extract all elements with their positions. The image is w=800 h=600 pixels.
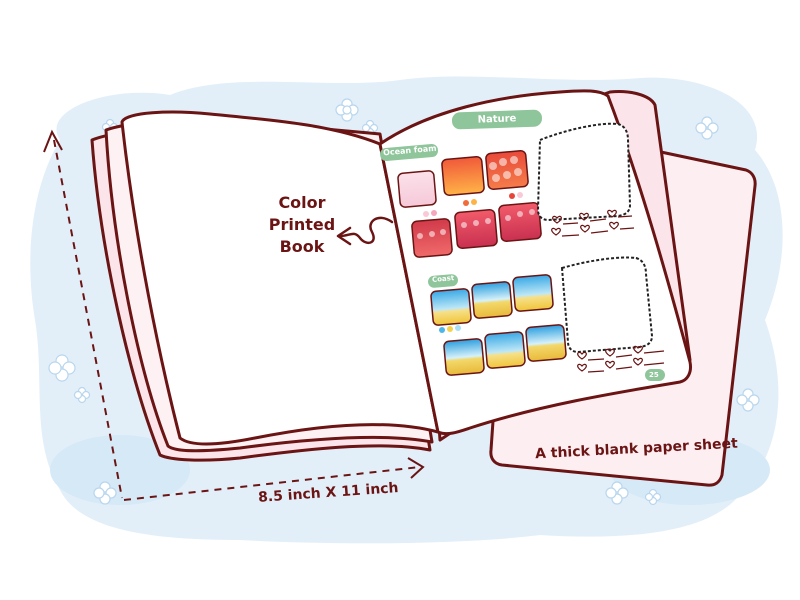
drawing-box-ocean — [536, 122, 632, 222]
number-badge-icon — [645, 369, 665, 381]
swatch-red-orange — [411, 218, 453, 258]
page-number: 25 — [649, 371, 659, 379]
heart-icon — [577, 351, 587, 360]
heart-icon — [579, 212, 589, 221]
cloud-icon — [73, 386, 91, 404]
swatch-coast-1 — [430, 288, 472, 326]
swatch-crimson-foam — [454, 208, 498, 250]
cloud-icon — [644, 488, 662, 506]
cloud-icon — [93, 481, 117, 505]
swatch-sunset — [441, 155, 485, 197]
book-label-line: Book — [279, 237, 325, 256]
cloud-shape — [50, 435, 190, 505]
width-arrow-head — [407, 457, 425, 479]
swatch-coast-2 — [471, 281, 513, 319]
title-tab — [451, 109, 542, 130]
height-arrow-head — [43, 129, 63, 153]
heart-icon — [580, 224, 590, 233]
swatch-coast-6 — [525, 324, 567, 362]
cloud-icon — [695, 116, 719, 140]
left-page — [120, 110, 440, 446]
curly-arrow-head — [336, 226, 352, 246]
page-title: Nature — [477, 113, 517, 126]
swatch-red-foam — [485, 149, 529, 191]
swatch-magenta-foam — [498, 201, 542, 243]
cloud-icon — [605, 481, 629, 505]
section-tab-ocean — [380, 143, 438, 162]
swatch-coast-5 — [484, 331, 526, 369]
book-label-line: Color — [278, 193, 326, 212]
color-printed-book-label: Color Printed Book — [262, 192, 342, 258]
swatch-coast-4 — [443, 338, 485, 376]
drawing-box-coast — [560, 256, 654, 354]
cloud-icon — [48, 354, 76, 382]
heart-icon — [607, 209, 617, 218]
heart-icon — [551, 227, 561, 236]
heart-icon — [609, 221, 619, 230]
heart-icon — [605, 360, 615, 369]
swatch-pale-pink — [397, 170, 437, 208]
curly-arrow — [338, 216, 394, 245]
width-dimension-line — [123, 466, 421, 501]
swatch-coast-3 — [512, 274, 554, 312]
heart-icon — [633, 345, 643, 354]
section-tab-coast — [428, 274, 458, 288]
height-dimension-line — [53, 139, 123, 499]
book-label-line: Printed — [268, 215, 336, 234]
cloud-icon — [736, 388, 760, 412]
heart-icon — [552, 215, 562, 224]
heart-icon — [577, 363, 587, 372]
cloud-icon — [335, 98, 359, 122]
heart-icon — [633, 357, 643, 366]
heart-icon — [605, 348, 615, 357]
